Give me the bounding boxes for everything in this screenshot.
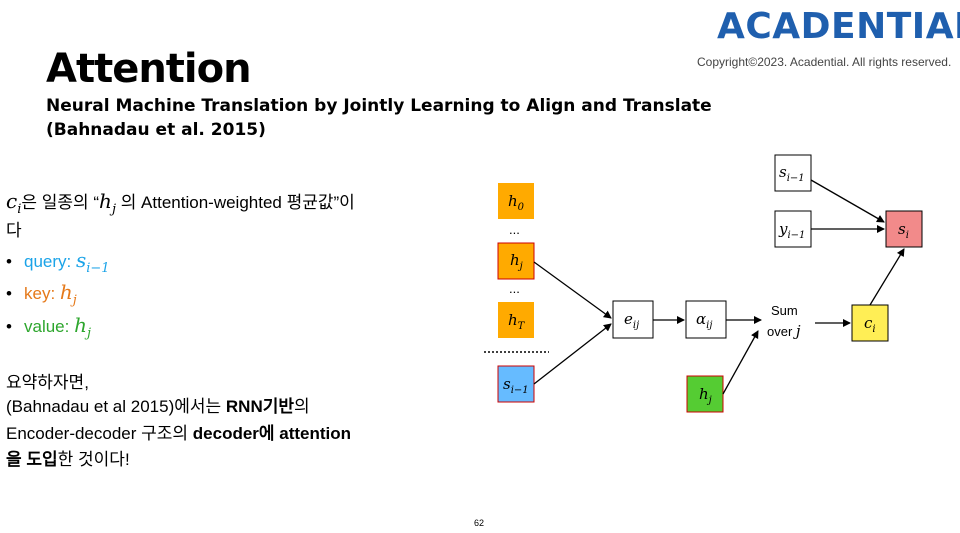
over-label: over j [767, 322, 801, 340]
bullet-value: •value: hj [6, 313, 92, 341]
bullet-query: •query: si−1 [6, 248, 110, 276]
h-symbol: hj [99, 189, 116, 217]
svg-text:yi−1: yi−1 [778, 220, 805, 241]
arrow-hj-e [533, 261, 612, 319]
svg-text:ci: ci [864, 314, 876, 335]
page-number: 62 [474, 518, 485, 528]
definition-line-wrap: 다 [6, 221, 22, 240]
c-symbol: ci [6, 189, 22, 217]
definition-text-a: 은 일종의 “ [21, 193, 100, 212]
copyright-text: Copyright©2023. Acadential. All rights r… [697, 55, 952, 69]
svg-text:h0: h0 [508, 192, 525, 213]
y-prev-node: yi−1 [774, 210, 812, 248]
ellipsis-mid: ... [509, 281, 520, 296]
acadential-logo: ACADENTIAL [717, 6, 960, 47]
arrow-hj-sum [722, 330, 759, 395]
summary-line3: Encoder-decoder 구조의 decoder에 attention [6, 424, 352, 443]
h0-node: h0 [498, 183, 534, 219]
s-prev-node: si−1 [497, 365, 535, 403]
definition-line: ci은 일종의 “hj 의 Attention-weighted 평균값”이 [6, 188, 355, 217]
hT-node: hT [498, 302, 534, 338]
bullet-key: •key: hj [6, 280, 77, 308]
svg-text:hj: hj [510, 251, 523, 272]
slide-title: Attention [46, 46, 252, 92]
svg-text:hj: hj [699, 385, 712, 406]
svg-text:eij: eij [624, 310, 639, 331]
s-out-node: si [885, 210, 923, 248]
ellipsis-top: ... [509, 222, 520, 237]
arrow-s-e [533, 323, 612, 385]
sum-label: Sum [771, 303, 798, 318]
arrow-c-s [869, 248, 905, 306]
summary-line2: (Bahnadau et al 2015)에서는 RNN기반의 [6, 397, 310, 416]
hj-value-node: hj [686, 375, 724, 413]
s-prev-top-node: si−1 [774, 154, 812, 192]
summary-line1: 요약하자면, [6, 373, 89, 392]
svg-text:si−1: si−1 [779, 163, 805, 184]
svg-text:hT: hT [508, 311, 526, 332]
summary-line4: 을 도입한 것이다! [6, 450, 130, 469]
alpha-node: αij [685, 300, 727, 339]
definition-text-b: 의 Attention-weighted 평균값”이 [115, 193, 355, 212]
svg-text:si: si [898, 220, 909, 241]
c-node: ci [851, 304, 889, 342]
svg-text:αij: αij [696, 310, 712, 331]
arrow-sprev-s [810, 179, 885, 223]
slide-subtitle-line2: (Bahnadau et al. 2015) [46, 120, 266, 140]
hj-node: hj [497, 242, 535, 280]
svg-text:si−1: si−1 [503, 375, 529, 396]
slide-subtitle-line1: Neural Machine Translation by Jointly Le… [46, 96, 712, 116]
e-node: eij [612, 300, 654, 339]
